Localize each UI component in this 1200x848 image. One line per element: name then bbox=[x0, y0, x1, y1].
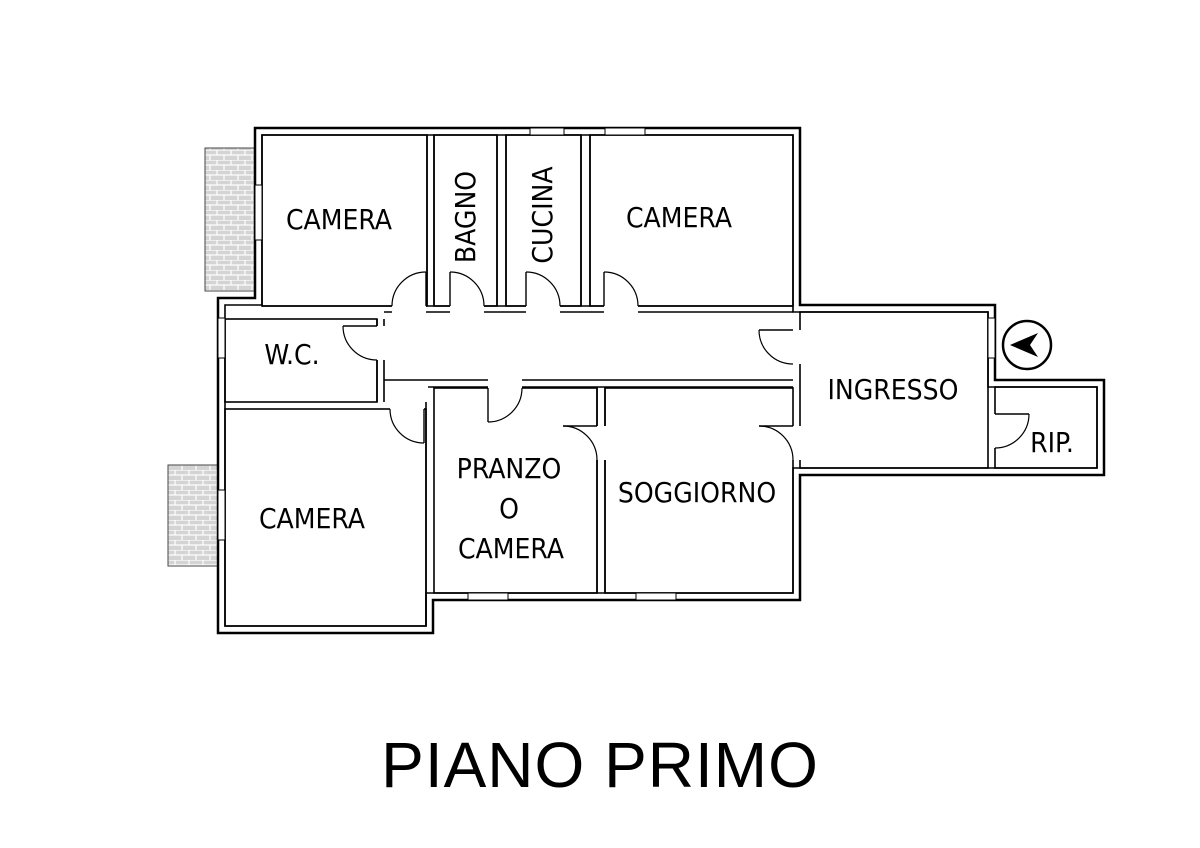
label-wc: W.C. bbox=[264, 338, 319, 371]
balcony-top-left bbox=[204, 147, 256, 292]
floor-title: PIANO PRIMO bbox=[381, 729, 819, 801]
doors bbox=[342, 271, 1030, 461]
north-arrow-icon bbox=[1001, 319, 1053, 371]
label-bagno: BAGNO bbox=[449, 171, 482, 263]
label-camera-bottom-left: CAMERA bbox=[259, 502, 366, 535]
room-ingresso bbox=[799, 311, 989, 469]
label-camera-top-left: CAMERA bbox=[286, 203, 393, 236]
label-pranzo-line2: O bbox=[499, 492, 519, 525]
label-rip: RIP. bbox=[1030, 426, 1074, 459]
label-pranzo-line1: PRANZO bbox=[457, 452, 562, 485]
label-camera-top-right: CAMERA bbox=[626, 201, 733, 234]
label-pranzo-line3: CAMERA bbox=[458, 532, 565, 565]
label-cucina: CUCINA bbox=[526, 166, 559, 264]
label-soggiorno: SOGGIORNO bbox=[618, 476, 776, 509]
label-ingresso: INGRESSO bbox=[827, 373, 958, 406]
balcony-bottom-left bbox=[167, 464, 219, 567]
windows bbox=[217, 127, 996, 601]
